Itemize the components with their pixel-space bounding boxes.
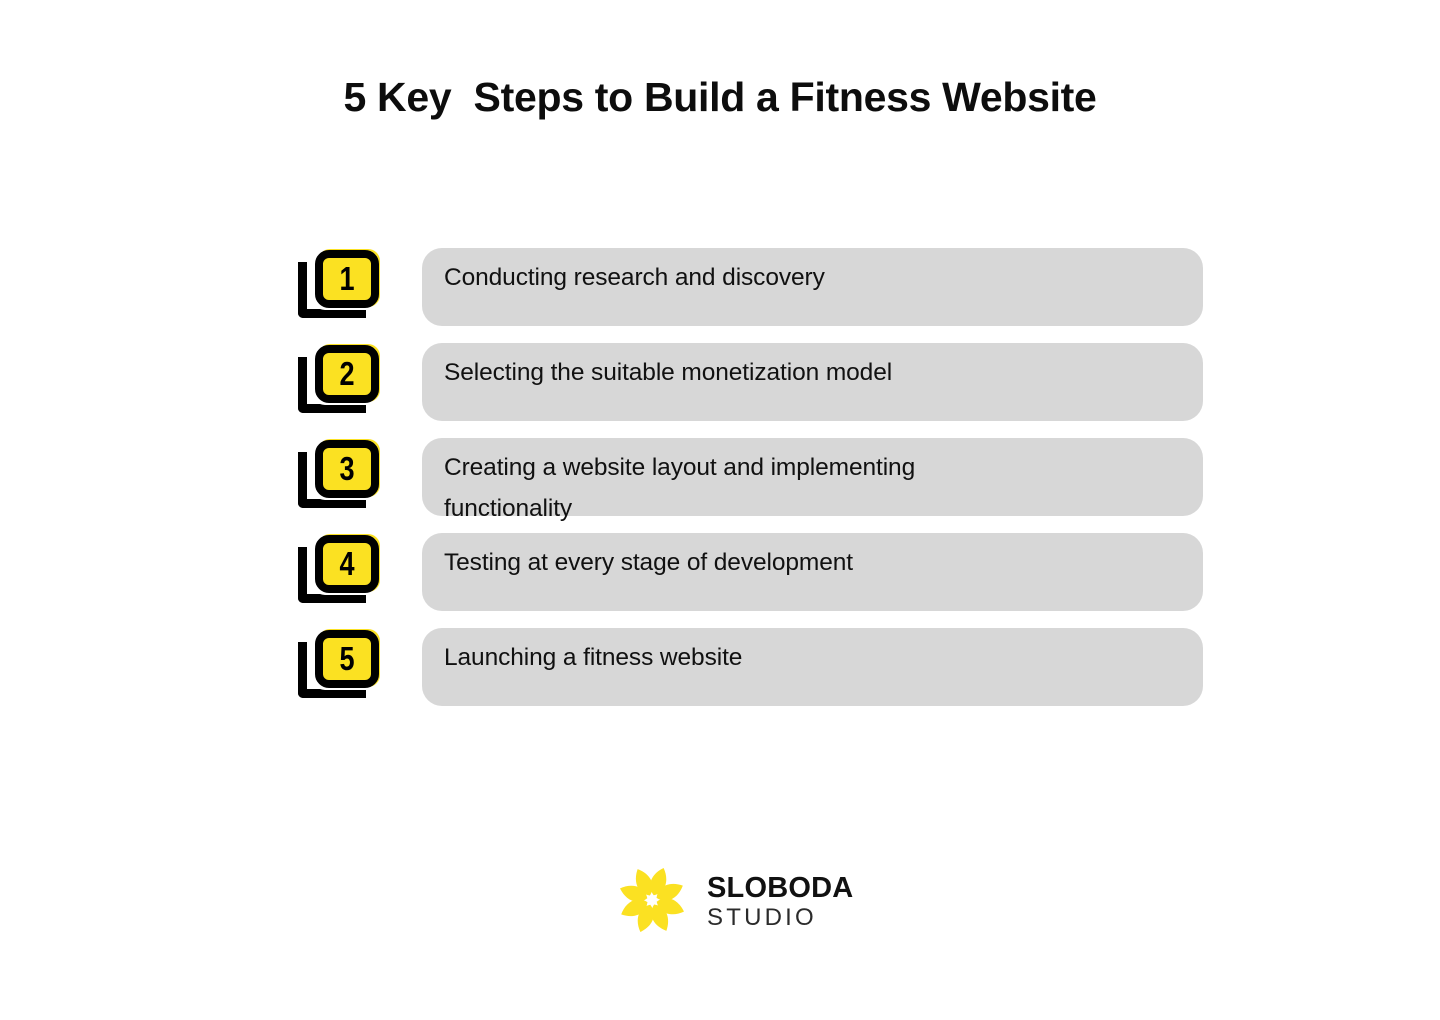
badge-square: 3 xyxy=(315,440,379,498)
badge-square: 4 xyxy=(315,535,379,593)
step-text-line: functionality xyxy=(444,495,573,522)
step-number-badge: 5 xyxy=(296,628,386,706)
step-text-pill: Creating a website layout and implementi… xyxy=(422,438,1203,522)
step-text-pill: Testing at every stage of development xyxy=(422,533,1203,611)
step-number: 4 xyxy=(339,545,355,582)
step-number-badge: 3 xyxy=(296,438,386,516)
step-number-badge: 2 xyxy=(296,343,386,421)
step-number: 1 xyxy=(339,260,355,297)
brand-logo: SLOBODA STUDIO xyxy=(604,852,853,952)
badge-bracket-icon xyxy=(298,547,366,603)
badge-square: 2 xyxy=(315,345,379,403)
step-text-pill: Conducting research and discovery xyxy=(422,248,1203,326)
step-row: 5 Launching a fitness website xyxy=(296,628,1206,723)
step-number-badge: 1 xyxy=(296,248,386,326)
step-text-pill: Launching a fitness website xyxy=(422,628,1203,706)
page-title: 5 Key Steps to Build a Fitness Website xyxy=(343,74,1097,120)
step-number: 3 xyxy=(339,450,355,487)
step-row: 3 Creating a website layout and implemen… xyxy=(296,438,1206,533)
badge-square: 5 xyxy=(315,630,379,688)
badge-bracket-icon xyxy=(298,642,366,698)
step-text-line: Launching a fitness website xyxy=(444,644,743,671)
badge-bracket-icon xyxy=(298,357,366,413)
step-row: 4 Testing at every stage of development xyxy=(296,533,1206,628)
flower-petals-icon xyxy=(604,852,700,948)
brand-subtitle: STUDIO xyxy=(707,904,817,931)
step-text-line: Selecting the suitable monetization mode… xyxy=(444,359,893,386)
step-text-line: Conducting research and discovery xyxy=(444,264,825,291)
step-text-line: Creating a website layout and implementi… xyxy=(444,454,916,481)
badge-bracket-icon xyxy=(298,262,366,318)
step-number-badge: 4 xyxy=(296,533,386,611)
steps-list: 1 Conducting research and discovery 2 Se… xyxy=(296,248,1206,723)
step-number: 2 xyxy=(339,355,355,392)
badge-square: 1 xyxy=(315,250,379,308)
brand-name: SLOBODA xyxy=(707,872,854,904)
badge-bracket-icon xyxy=(298,452,366,508)
step-text-line: Testing at every stage of development xyxy=(444,549,853,576)
step-text-pill: Selecting the suitable monetization mode… xyxy=(422,343,1203,421)
step-row: 1 Conducting research and discovery xyxy=(296,248,1206,343)
step-number: 5 xyxy=(339,640,355,677)
step-row: 2 Selecting the suitable monetization mo… xyxy=(296,343,1206,438)
brand-wordmark: SLOBODA STUDIO xyxy=(707,872,853,932)
